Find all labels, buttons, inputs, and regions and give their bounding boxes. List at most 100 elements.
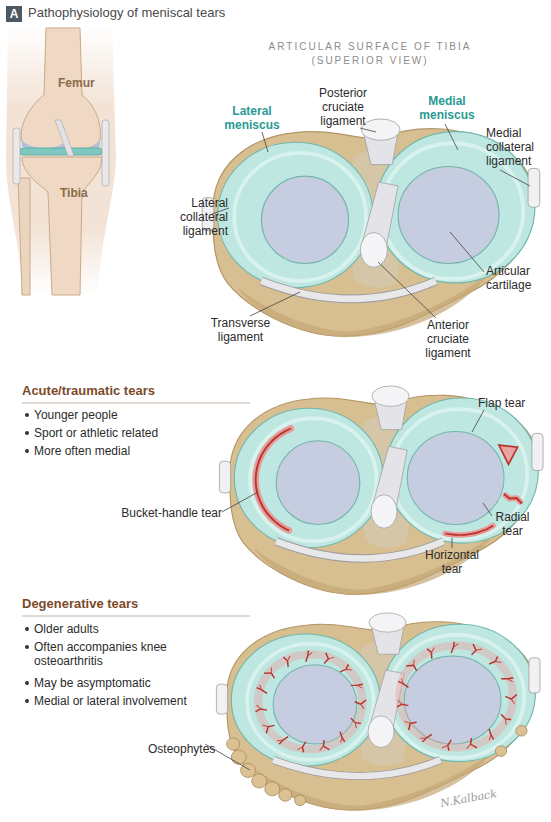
- structure-label: Medial meniscus: [412, 94, 482, 122]
- bullet-dot: [25, 627, 29, 631]
- bone-label: Femur: [58, 76, 95, 90]
- structure-label: Anterior cruciate ligament: [413, 318, 483, 360]
- tibia-bone: [22, 157, 102, 295]
- bullet-item: May be asymptomatic: [34, 676, 151, 690]
- osteophyte: [252, 774, 267, 788]
- bucket-handle-tear: [256, 428, 291, 530]
- fraying-tear: [257, 688, 267, 694]
- fraying-tear: [501, 714, 511, 719]
- fraying-tear: [453, 644, 458, 647]
- degeneration-blush: [258, 654, 362, 749]
- fraying-tear: [489, 729, 493, 740]
- fraying-tear: [324, 653, 328, 664]
- tibia-bone: [227, 622, 535, 810]
- fraying-tear: [351, 684, 363, 685]
- artist-signature: N.Kalback: [439, 787, 498, 811]
- bullet-dot: [25, 699, 29, 703]
- leader-line: [378, 262, 436, 318]
- leader-line: [452, 538, 453, 548]
- fraying-tear: [431, 647, 434, 652]
- medial-collateral-ligament: [529, 658, 540, 693]
- osteophyte: [495, 746, 506, 757]
- fraying-tear: [355, 723, 357, 728]
- cruciate-ligament: [55, 120, 74, 156]
- leader-line: [262, 132, 268, 152]
- fraying-tear: [398, 700, 402, 704]
- leader-line: [360, 128, 376, 132]
- meniscus-band: [20, 148, 102, 155]
- tibia-bone: [230, 395, 538, 594]
- medial-collateral-ligament: [102, 120, 109, 186]
- fraying-tear: [351, 718, 361, 723]
- lateral-collateral-ligament: [216, 684, 227, 714]
- leader-line: [483, 503, 492, 516]
- fraying-tear: [277, 740, 283, 741]
- bullet-item: Medial or lateral involvement: [34, 694, 187, 708]
- anterior-cruciate-ligament-end: [371, 495, 397, 528]
- bullet-dot: [25, 449, 29, 453]
- fraying-tear: [489, 657, 497, 664]
- meniscus: [234, 408, 383, 548]
- fibula-bone: [18, 178, 30, 295]
- fraying-tear: [283, 657, 288, 667]
- fraying-tear: [346, 669, 352, 671]
- fraying-tear: [489, 735, 491, 740]
- structure-label: Osteophytes: [148, 742, 215, 756]
- tibial-plateau: [219, 386, 543, 595]
- meniscus-highlight: [247, 644, 373, 760]
- fraying-tear: [398, 681, 408, 687]
- fraying-tear: [405, 721, 411, 723]
- osteophyte: [231, 750, 246, 764]
- anterior-cruciate-ligament-end: [360, 232, 387, 267]
- fraying-tear: [357, 685, 362, 688]
- transverse-ligament: [276, 541, 443, 558]
- fraying-tear: [397, 704, 408, 707]
- structure-label: Articular cartilage: [486, 264, 551, 292]
- fraying-tear: [467, 744, 471, 748]
- horizontal-tear: [445, 526, 493, 535]
- fraying-tear: [256, 709, 267, 712]
- fraying-tear: [505, 719, 507, 725]
- lateral-collateral-ligament: [219, 461, 230, 493]
- fraying-tear: [501, 677, 513, 679]
- bullet-dot: [25, 413, 29, 417]
- fraying-tear: [263, 725, 268, 727]
- medial-collateral-ligament: [528, 168, 540, 207]
- osteophyte: [516, 726, 527, 737]
- structure-label: Transverse ligament: [203, 316, 278, 344]
- degeneration-blush: [400, 645, 513, 747]
- horizontal-tear: [445, 526, 493, 535]
- radial-tear: [504, 494, 522, 504]
- tear-label: Flap tear: [478, 396, 525, 410]
- osteophyte: [265, 782, 280, 796]
- fraying-tear: [328, 657, 334, 658]
- osteophyte: [279, 789, 292, 801]
- fraying-tear: [476, 649, 482, 650]
- leg-silhouette: [6, 25, 116, 295]
- section-rule: [22, 403, 250, 404]
- bullet-item: Older adults: [34, 622, 99, 636]
- view-caption: ARTICULAR SURFACE OF TIBIA (SUPERIOR VIE…: [240, 40, 500, 68]
- fraying-tear: [413, 660, 415, 666]
- osteophyte: [295, 795, 306, 806]
- fraying-tear: [323, 740, 329, 750]
- meniscus-highlight: [250, 418, 376, 541]
- meniscus-highlight: [388, 635, 524, 758]
- tear-label: Horizontal tear: [417, 548, 487, 576]
- bullet-dot: [25, 681, 29, 685]
- fraying-tear: [340, 732, 345, 742]
- fraying-tear: [427, 649, 432, 659]
- transverse-ligament: [273, 760, 440, 776]
- panel-letter: A: [10, 7, 19, 21]
- tear-label: Bucket-handle tear: [100, 506, 222, 520]
- fraying-tear: [287, 656, 290, 661]
- section-rule: [22, 616, 250, 617]
- fraying-tear: [472, 644, 477, 655]
- panel-letter-box: A: [6, 6, 22, 22]
- bullet-dot: [25, 645, 29, 649]
- leader-line: [250, 292, 300, 316]
- fraying-tear: [505, 695, 516, 699]
- leader-line: [450, 232, 484, 272]
- tibial-plateau: [216, 613, 540, 811]
